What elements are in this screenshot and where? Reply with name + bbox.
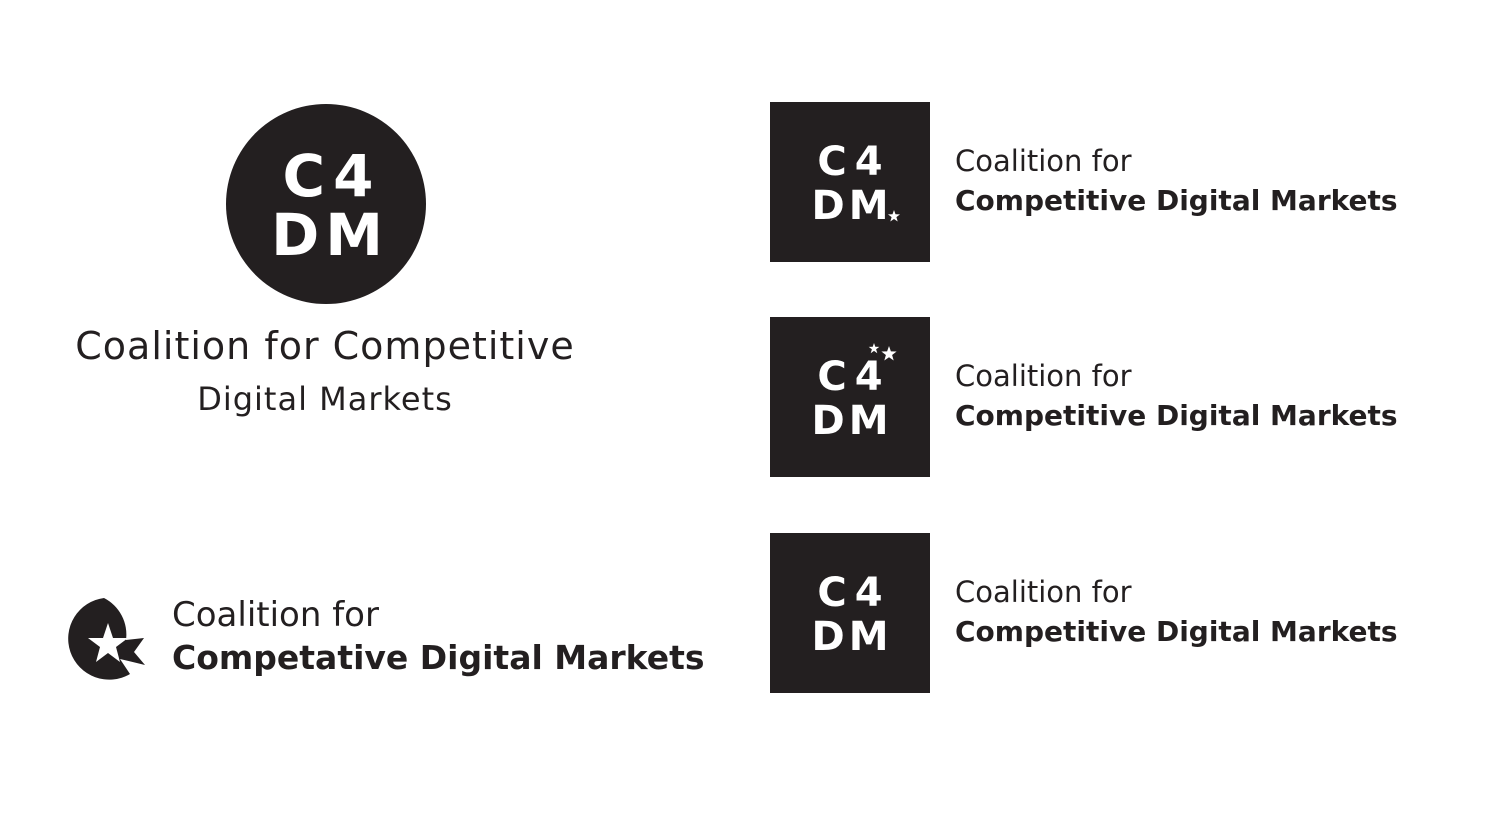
logo-square-plain: C4 DM Coalition for Competitive Digital … [770,533,1420,693]
mark-text-c4: C4 [282,142,382,210]
square-mark: C4 DM [770,533,930,693]
logo-circle-stacked: C4 DM Coalition for Competitive Digital … [60,104,590,424]
square-mark: C4 DM [770,102,930,262]
organization-name-light: Coalition for [955,144,1132,178]
organization-name-line1: Coalition for Competitive [75,324,575,368]
organization-name-bold: Competitive Digital Markets [955,399,1398,432]
star-icon [888,210,900,222]
circle-mark: C4 DM [226,104,426,304]
organization-name-bold: Competitive Digital Markets [955,184,1398,217]
organization-name-light: Coalition for [955,359,1132,393]
mark-text-dm: DM [811,398,893,444]
mark-text-dm: DM [811,183,893,229]
logo-star-horizontal: Coalition for Competative Digital Market… [62,595,705,685]
square-mark: C4 DM [770,317,930,477]
organization-name-light: Coalition for [172,595,379,635]
organization-name-light: Coalition for [955,575,1132,609]
organization-name-bold: Competative Digital Markets [172,638,705,677]
mark-text-c4: C4 [817,354,891,400]
organization-name-line2: Digital Markets [197,380,453,418]
mark-text-c4: C4 [817,139,891,185]
mark-text-dm: DM [271,201,389,269]
logo-square-star: C4 DM Coalition for Competitive Digital … [770,102,1420,262]
two-stars-icon [868,343,897,361]
logo-square-two-stars: C4 DM Coalition for Competitive Digital … [770,317,1420,477]
mark-text-dm: DM [811,614,893,660]
mark-text-c4: C4 [817,570,891,616]
organization-name-bold: Competitive Digital Markets [955,615,1398,648]
star-circle-icon [68,598,145,680]
